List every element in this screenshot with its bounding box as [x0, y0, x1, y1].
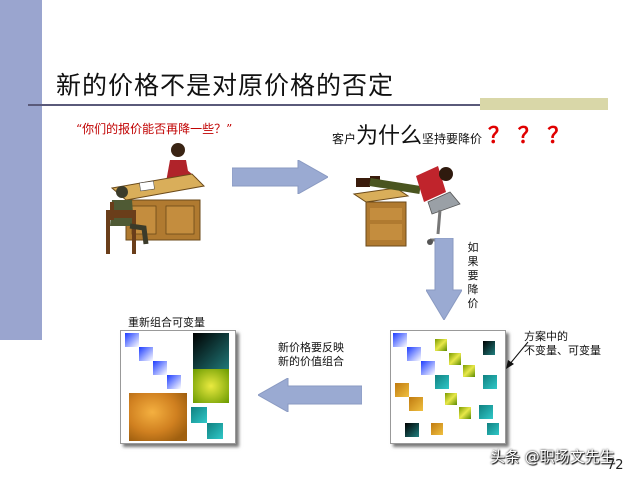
customer-quote: “你们的报价能否再降一些？” [76, 120, 232, 137]
slide-title: 新的价格不是对原价格的否定 [56, 66, 394, 102]
scheme-label-line-2: 不变量、可变量 [524, 344, 601, 358]
recombine-label: 重新组合可变量 [128, 316, 205, 330]
scheme-matrix-panel [390, 330, 506, 444]
scheme-label-line-1: 方案中的 [524, 330, 601, 344]
page-number: 72 [607, 458, 624, 473]
arrow-down [426, 238, 462, 320]
why-heading: 客户为什么坚持要降价 ？ ？ ？ [332, 118, 569, 150]
scheme-pointer-arrow [504, 340, 530, 370]
recombined-matrix-panel [120, 330, 236, 444]
if-lower-price-label: 如果要降价 [466, 241, 480, 311]
reflect-label-line-2: 新的价值组合 [278, 355, 344, 369]
negotiation-clipart [100, 140, 210, 265]
scheme-matrix [391, 331, 505, 443]
scheme-label: 方案中的 不变量、可变量 [524, 330, 601, 358]
sidebar-decoration [0, 0, 42, 340]
why-large: 为什么 [356, 124, 422, 149]
recombined-matrix [121, 331, 235, 443]
watermark: 头条 @职场文先生 [490, 446, 615, 467]
why-small-2: 坚持要降价 [422, 132, 482, 146]
reflect-label-line-1: 新价格要反映 [278, 341, 344, 355]
arrow-left [258, 378, 362, 412]
accent-bar [480, 98, 608, 110]
reflect-label: 新价格要反映 新的价值组合 [278, 341, 344, 369]
arrow-right [232, 160, 328, 194]
why-small-1: 客户 [332, 132, 356, 146]
question-marks: ？ ？ ？ [488, 123, 569, 149]
